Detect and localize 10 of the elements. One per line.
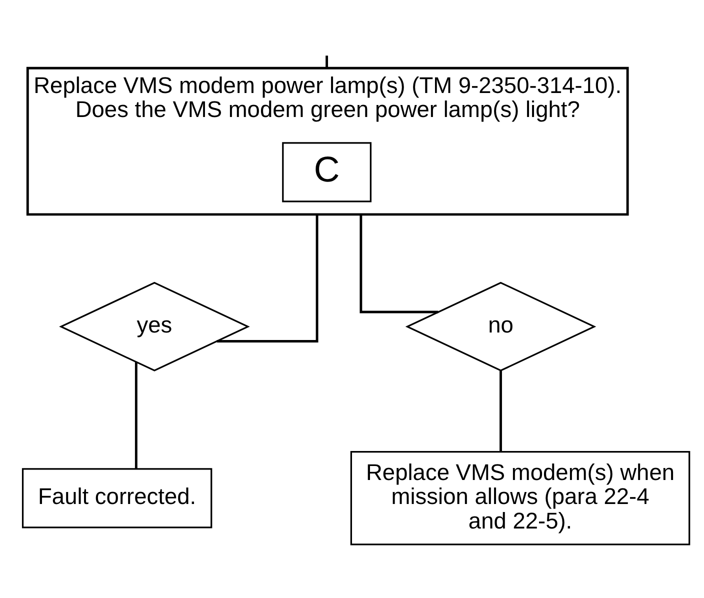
node-box: Fault corrected. [22, 468, 212, 528]
connector [326, 56, 328, 68]
connector [216, 214, 318, 342]
node-diamond: yes [59, 282, 250, 372]
connector [134, 362, 138, 468]
node-box: Replace VMS modem(s) when mission allows (para 22-4 and 22-5). [350, 451, 690, 546]
node-box: C [282, 142, 372, 202]
connector [360, 214, 438, 314]
node-diamond: no [405, 282, 596, 372]
connector [500, 370, 502, 452]
